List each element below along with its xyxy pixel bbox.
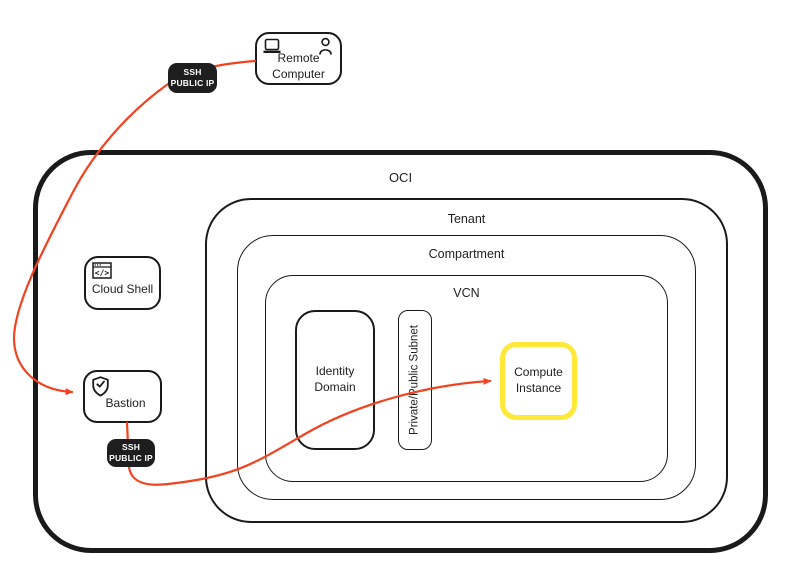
identity-domain-node: Identity Domain	[295, 310, 375, 450]
remote-computer-label: Remote Computer	[272, 50, 325, 81]
compute-instance-label: Compute Instance	[514, 365, 563, 395]
cloud-shell-node: </> Cloud Shell	[84, 256, 161, 310]
bastion-node: Bastion	[83, 370, 162, 423]
user-icon	[317, 37, 334, 57]
oci-label: OCI	[388, 170, 413, 185]
private-public-subnet-node: Private/Public Subnet	[398, 310, 432, 450]
code-window-icon: </>	[92, 262, 112, 279]
ssh-badge-top-line2: PUBLIC IP	[170, 78, 215, 88]
ssh-public-ip-badge-bottom: SSH PUBLIC IP	[107, 439, 155, 467]
ssh-badge-bottom-line2: PUBLIC IP	[109, 453, 153, 463]
tenant-label: Tenant	[447, 212, 486, 226]
shield-check-icon	[91, 376, 110, 397]
vcn-label: VCN	[453, 286, 480, 300]
ssh-public-ip-badge-top: SSH PUBLIC IP	[168, 63, 217, 93]
remote-computer-node: Remote Computer	[255, 32, 342, 85]
private-public-subnet-label: Private/Public Subnet	[408, 325, 421, 435]
laptop-icon	[263, 38, 283, 55]
compartment-label: Compartment	[428, 247, 505, 261]
identity-domain-label: Identity Domain	[314, 364, 356, 394]
ssh-badge-top-line1: SSH	[183, 66, 202, 77]
svg-text:</>: </>	[95, 268, 110, 277]
compute-instance-node: Compute Instance	[500, 342, 577, 420]
ssh-badge-bottom-line1: SSH	[121, 441, 141, 452]
